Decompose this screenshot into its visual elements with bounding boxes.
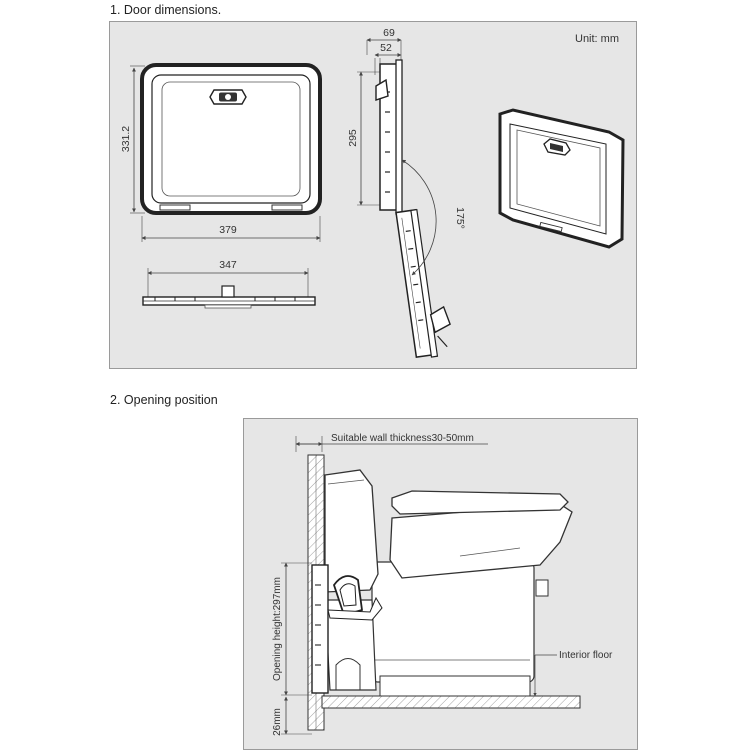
angle-label: 175° <box>454 207 466 229</box>
depth-outer-label: 69 <box>383 27 395 39</box>
section2-heading: 2. Opening position <box>110 393 218 407</box>
width-bottom-label: 347 <box>219 259 237 271</box>
opening-height-label: Opening height:297mm <box>272 577 283 681</box>
dimension-width-front: 379 <box>141 216 321 242</box>
floor-gap-dimension: 26mm <box>272 696 312 736</box>
door-side-view: 69 52 295 175° <box>347 27 466 358</box>
section1-heading: 1. Door dimensions. <box>110 3 222 17</box>
latch-icon <box>543 138 571 156</box>
latch-icon <box>209 89 247 105</box>
wall-thickness-label: Suitable wall thickness30-50mm <box>331 433 474 444</box>
dimension-height-front: 331.2 <box>120 65 145 214</box>
door-bottom-view: 347 <box>142 259 316 309</box>
opening-height-dimension: Opening height:297mm <box>272 562 312 696</box>
toilet <box>324 469 573 697</box>
side-height-label: 295 <box>347 129 359 147</box>
door-front-view <box>140 63 322 215</box>
width-front-label: 379 <box>219 224 237 236</box>
interior-floor-label: Interior floor <box>559 650 613 661</box>
depth-inner-label: 52 <box>380 42 392 54</box>
service-door <box>311 564 383 694</box>
interior-floor: Interior floor <box>321 650 613 709</box>
wall-thickness-dimension: Suitable wall thickness30-50mm <box>295 433 488 452</box>
floor-gap-label: 26mm <box>272 708 283 736</box>
door-perspective-view <box>498 108 625 249</box>
height-front-label: 331.2 <box>120 126 132 152</box>
unit-label: Unit: mm <box>575 33 619 45</box>
